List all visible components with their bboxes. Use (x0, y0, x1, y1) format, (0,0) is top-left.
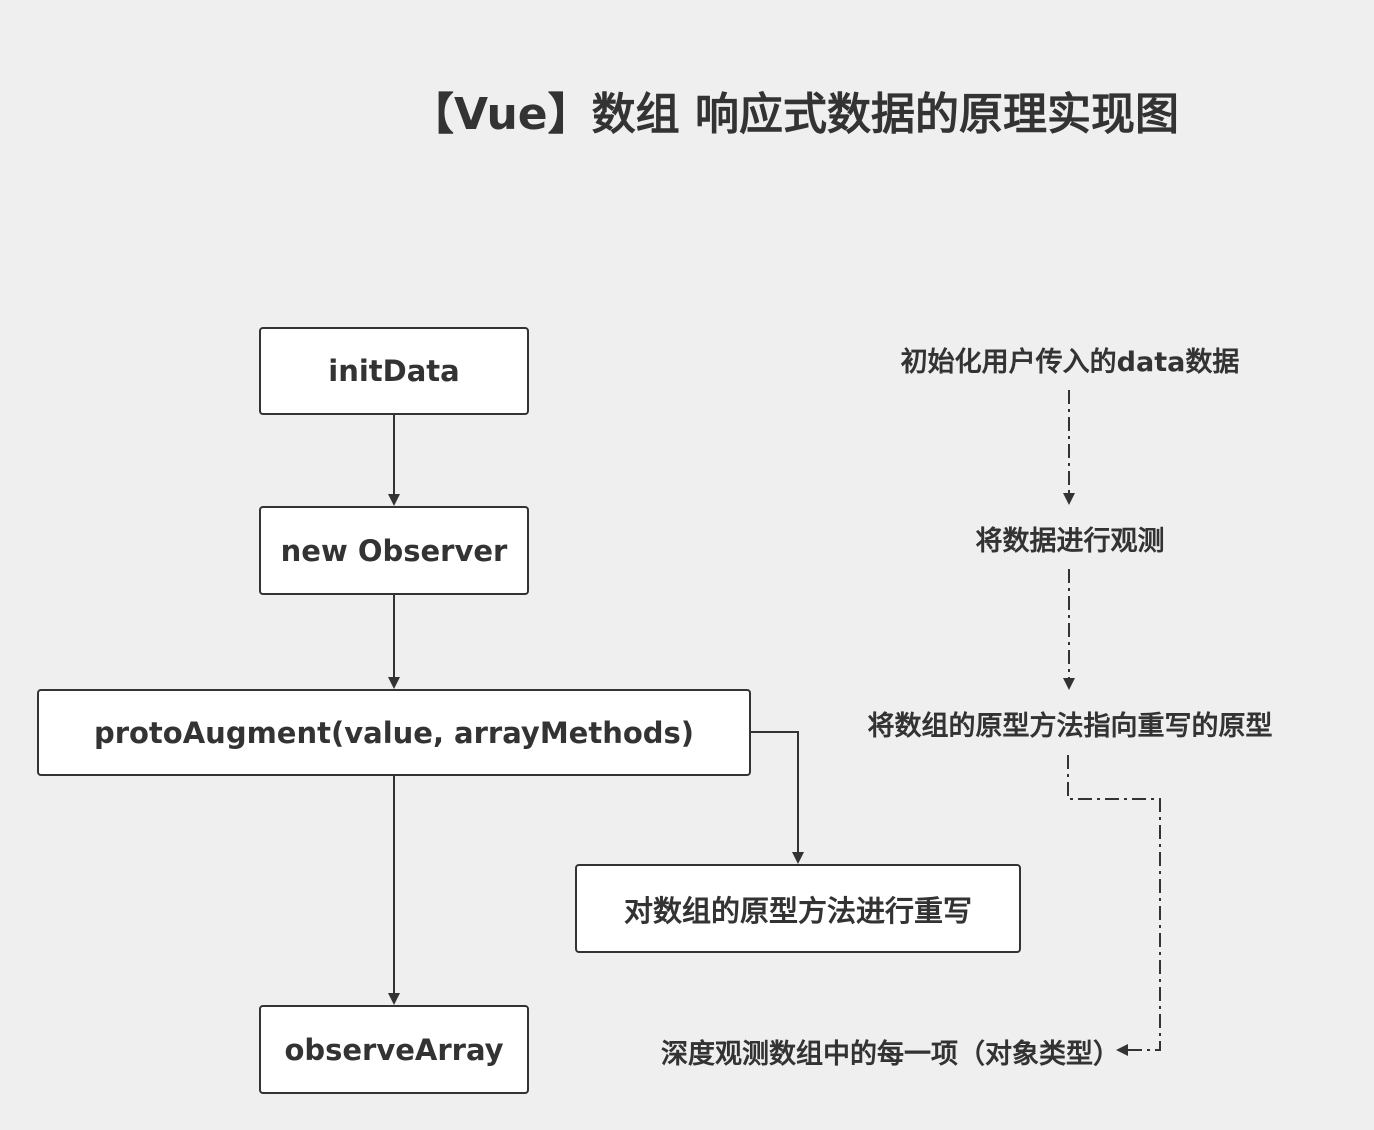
arrow-proto-to-rewrite (751, 731, 804, 864)
node-new-observer: new Observer (259, 506, 529, 595)
node-rewrite-methods: 对数组的原型方法进行重写 (575, 864, 1021, 953)
diagram-title: 【Vue】数组 响应式数据的原理实现图 (410, 89, 1179, 140)
note-init-user-data: 初始化用户传入的data数据 (900, 347, 1240, 378)
node-observe-array: observeArray (259, 1005, 529, 1094)
note-deep-observe: 深度观测数组中的每一项（对象类型） (661, 1039, 1120, 1070)
dashed-arrow-point-to-deep (1067, 755, 1161, 1056)
note-point-prototype: 将数组的原型方法指向重写的原型 (867, 711, 1273, 742)
node-proto-augment: protoAugment(value, arrayMethods) (37, 689, 751, 776)
note-observe-data: 将数据进行观测 (975, 526, 1165, 557)
node-init-data: initData (259, 327, 529, 415)
